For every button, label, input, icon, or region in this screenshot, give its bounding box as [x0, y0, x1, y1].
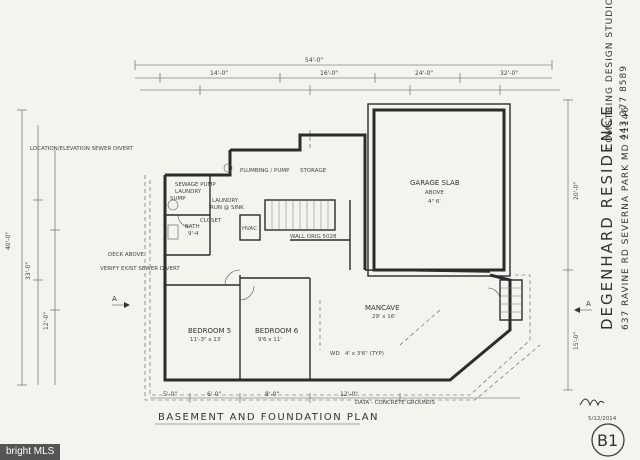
signature-mark — [579, 398, 605, 407]
bottom-dimension-lines: 5'-0" 6'-0" 8'-0" 12'-0" — [150, 391, 520, 403]
mls-watermark: bright MLS — [0, 444, 61, 460]
storage-label: STORAGE — [300, 168, 327, 174]
dim-bottom-4: 12'-0" — [340, 391, 358, 398]
title-block: BASEMENT AND FOUNDATION PLAN COMSTRING D… — [155, 0, 631, 457]
window-size: 4' x 3'6" (TYP) — [345, 351, 384, 357]
window-note: WD — [330, 351, 340, 357]
left-dimension-lines: 40'-0" 33'-0" 12'-0" — [5, 109, 60, 386]
laundry-sub: RUN @ SINK — [210, 205, 244, 211]
dim-bottom-3: 8'-0" — [265, 391, 279, 398]
note-deck-above: DECK ABOVE — [108, 252, 144, 258]
section-a-right: A — [586, 300, 591, 308]
mancave-dim: 29' x 16' — [372, 314, 396, 320]
right-dimension-lines: 20'-0" 15'-0" — [563, 99, 580, 391]
sump-label: SUMP — [170, 196, 186, 202]
dim-overall-top: 54'-0" — [305, 57, 323, 64]
sewage-sub: LAUNDRY — [175, 189, 202, 195]
garage-slab: GARAGE SLAB ABOVE 4" 6' — [367, 103, 511, 277]
mancave-label: MANCAVE — [365, 304, 400, 312]
dim-right-2: 15'-0" — [573, 332, 580, 350]
residence-name: DEGENHARD RESIDENCE — [598, 104, 616, 330]
bath-label: BATH — [185, 224, 200, 230]
footing-outline — [144, 130, 541, 401]
dim-bottom-2: 6'-0" — [207, 391, 221, 398]
dim-top-3: 24'-0" — [415, 70, 433, 77]
drawing-notes: LOCATION/ELEVATION SEWER DIVERT DECK ABO… — [30, 146, 592, 406]
dim-bottom-1: 5'-0" — [163, 391, 177, 398]
dim-top-4: 32'-0" — [500, 70, 518, 77]
bedroom5-dim: 11'-3" x 13' — [190, 337, 222, 343]
note-verify-exist: VERIFY EXIST SEWER DIVERT — [100, 266, 180, 272]
wall-note: WALL ORIG 5028 — [290, 234, 337, 240]
section-a-left: A — [112, 295, 117, 303]
top-dimension-lines: 54'-0" 14'-0" 16'-0" 24'-0" 32'-0" — [134, 57, 560, 95]
basement-walls — [163, 133, 523, 382]
dim-top-2: 16'-0" — [320, 70, 338, 77]
closet-label: CLOSET — [200, 218, 222, 224]
studio-phone: 443 277 8589 — [619, 65, 629, 140]
bath-dim: 9'-4 — [188, 231, 199, 237]
hvac-label: HVAC — [242, 226, 257, 232]
garage-sub1: ABOVE — [425, 190, 444, 196]
room-labels: MANCAVE 29' x 16' BEDROOM 5 11'-3" x 13'… — [170, 168, 400, 343]
signature-date: 5/12/2014 — [588, 416, 617, 422]
note-location: LOCATION/ELEVATION SEWER DIVERT — [30, 146, 134, 152]
sheet-number: B1 — [597, 431, 618, 450]
plan-title: BASEMENT AND FOUNDATION PLAN — [158, 412, 379, 423]
studio-name: COMSTRING DESIGN STUDIO — [605, 0, 615, 150]
sewage-label: SEWAGE PUMP — [175, 182, 216, 188]
dim-right-1: 20'-0" — [573, 182, 580, 200]
plumbing-label: PLUMBING / PUMP — [240, 168, 290, 174]
residence-address: 637 RAVINE RD SEVERNA PARK MD 21146 — [621, 106, 631, 330]
bedroom6-dim: 9'6 x 11' — [258, 337, 282, 343]
dim-left-1: 33'-0" — [25, 262, 32, 280]
laundry-label: LAUNDRY — [212, 198, 239, 204]
dim-left-overall: 40'-0" — [5, 232, 12, 250]
garage-sub2: 4" 6' — [428, 199, 441, 205]
note-concrete: DATA - CONCRETE GROUNDS — [355, 400, 435, 406]
dim-left-2: 12'-0" — [43, 312, 50, 330]
garage-label: GARAGE SLAB — [410, 179, 460, 187]
bedroom5-label: BEDROOM 5 — [188, 327, 231, 335]
bedroom6-label: BEDROOM 6 — [255, 327, 299, 335]
sheet-number-circle — [591, 423, 625, 457]
dim-top-1: 14'-0" — [210, 70, 228, 77]
